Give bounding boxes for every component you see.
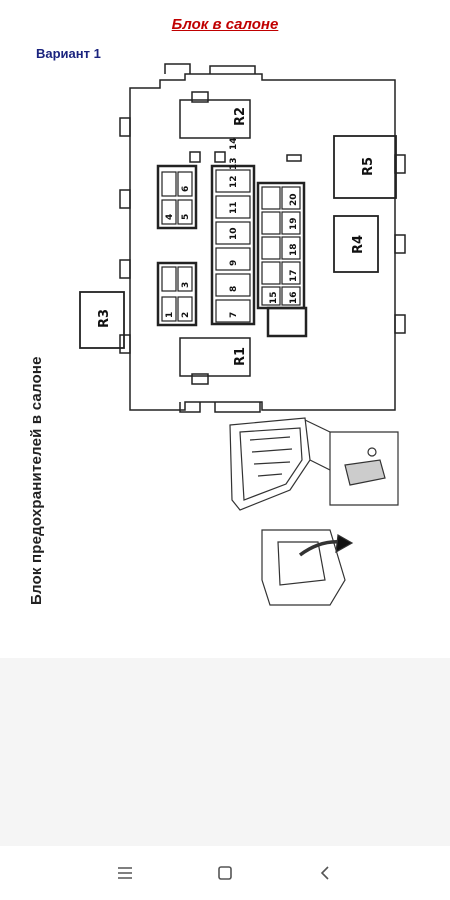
fuse-18-label: 18: [289, 243, 299, 256]
home-icon[interactable]: [205, 853, 245, 893]
fuse-14-label: 14: [229, 137, 239, 150]
relay-r5-label: R5: [361, 157, 376, 176]
fuse-3-label: 3: [181, 282, 191, 288]
fuse-13-label: 13: [229, 157, 239, 170]
fuse-1-label: 1: [165, 312, 175, 318]
fuse-15-label: 15: [269, 291, 279, 304]
relay-r2-label: R2: [233, 107, 248, 126]
system-navbar: [0, 846, 450, 900]
relay-r3-label: R3: [97, 309, 112, 328]
variant-label: Вариант 1: [36, 46, 101, 61]
fuse-20-label: 20: [289, 193, 299, 206]
fuse-8-label: 8: [229, 286, 239, 292]
fuse-19-label: 19: [289, 217, 299, 230]
fuse-10-label: 10: [229, 227, 239, 240]
page-title: Блок в салоне: [171, 16, 279, 33]
fuse-7-label: 7: [229, 312, 239, 318]
fuse-16-label: 16: [289, 291, 299, 304]
relay-r1-label: R1: [233, 347, 248, 366]
fuse-box-diagram: R2 R1 R3 R4 R5 1 2 3 4 5 6 7 8 9 10 11 1…: [79, 63, 406, 606]
relay-r5-box: [333, 135, 397, 199]
fuse-9-label: 9: [229, 260, 239, 266]
fuse-12-label: 12: [229, 175, 239, 188]
fuse-4-label: 4: [165, 214, 175, 220]
back-icon[interactable]: [305, 853, 345, 893]
fuse-2-label: 2: [181, 312, 191, 318]
fuse-17-label: 17: [289, 269, 299, 282]
fuse-5-label: 5: [181, 214, 191, 220]
relay-r4-label: R4: [351, 235, 366, 254]
relay-r4-box: [333, 215, 379, 273]
fuse-11-label: 11: [229, 201, 239, 214]
content-spacer: [0, 658, 450, 846]
diagram-caption: Блок предохранителей в салоне: [28, 356, 45, 605]
relay-r3-box: [79, 291, 125, 349]
fuse-6-label: 6: [181, 186, 191, 192]
menu-icon[interactable]: [105, 853, 145, 893]
